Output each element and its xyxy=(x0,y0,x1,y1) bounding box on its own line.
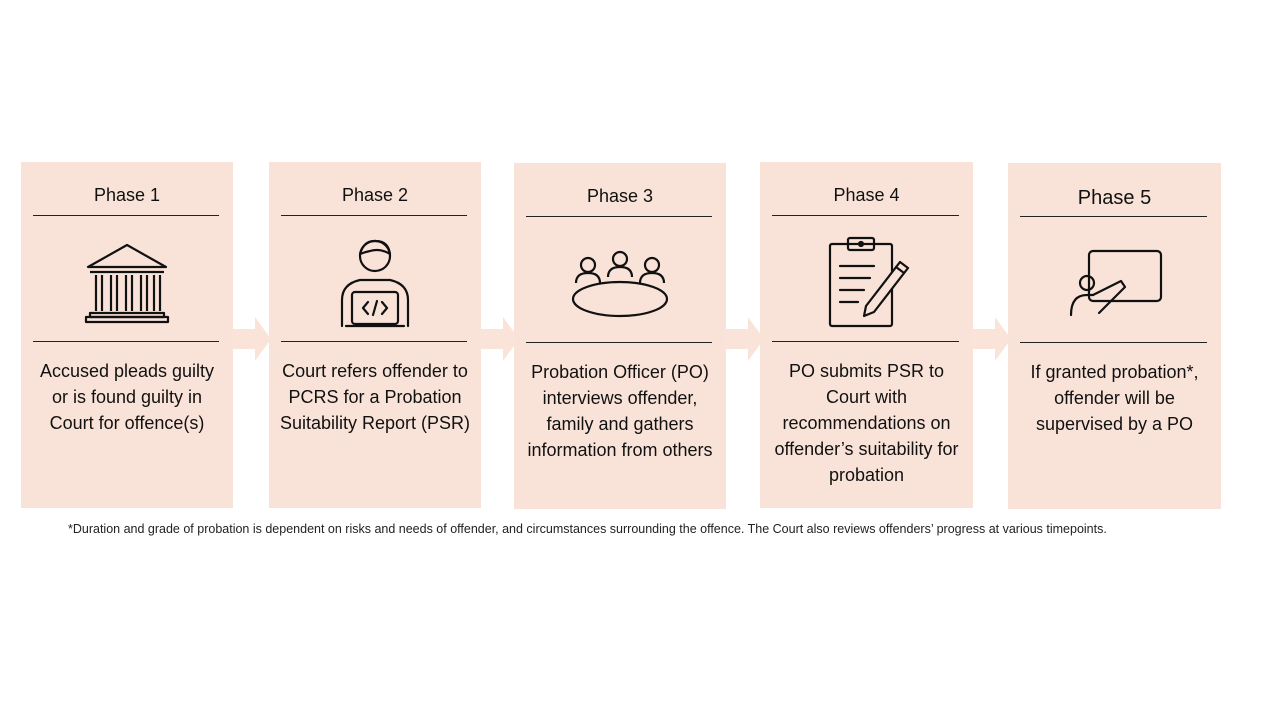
arrow-right-icon xyxy=(479,317,519,361)
divider xyxy=(1020,342,1207,343)
divider xyxy=(526,216,712,217)
phase-5-title: Phase 5 xyxy=(1077,187,1152,209)
divider xyxy=(772,341,959,342)
divider xyxy=(33,215,219,216)
divider xyxy=(281,341,467,342)
phase-3-box: Phase 3 Probation Officer (PO) interview… xyxy=(514,163,726,509)
arrow-right-icon xyxy=(724,317,764,361)
phase-3-title: Phase 3 xyxy=(586,186,654,206)
meeting-table-icon xyxy=(514,233,726,333)
arrow-right-icon xyxy=(971,317,1011,361)
phase-2-title: Phase 2 xyxy=(341,185,409,205)
phase-1-title: Phase 1 xyxy=(93,185,161,205)
divider xyxy=(33,341,219,342)
phase-3-description: Probation Officer (PO) interviews offend… xyxy=(527,362,713,460)
phase-5-box: Phase 5 If granted probation*, offender … xyxy=(1008,163,1221,509)
divider xyxy=(772,215,959,216)
phase-1-description: Accused pleads guilty or is found guilty… xyxy=(39,361,215,433)
phase-1-box: Phase 1 Accused pleads guilty or is foun… xyxy=(21,162,233,508)
person-laptop-code-icon xyxy=(269,232,481,332)
presenter-whiteboard-icon xyxy=(1008,233,1221,333)
phase-2-box: Phase 2 Court refers offender to PCRS fo… xyxy=(269,162,481,508)
phase-5-description: If granted probation*, offender will be … xyxy=(1030,362,1199,434)
footnote: *Duration and grade of probation is depe… xyxy=(68,522,1107,536)
divider xyxy=(281,215,467,216)
phase-4-box: Phase 4 PO submits PSR to Court with rec… xyxy=(760,162,973,508)
arrow-right-icon xyxy=(231,317,271,361)
phase-4-description: PO submits PSR to Court with recommendat… xyxy=(774,361,959,485)
phase-2-description: Court refers offender to PCRS for a Prob… xyxy=(279,361,471,433)
courthouse-icon xyxy=(21,232,233,332)
phase-4-title: Phase 4 xyxy=(833,185,900,205)
divider xyxy=(1020,216,1207,217)
clipboard-pencil-icon xyxy=(760,232,973,332)
divider xyxy=(526,342,712,343)
